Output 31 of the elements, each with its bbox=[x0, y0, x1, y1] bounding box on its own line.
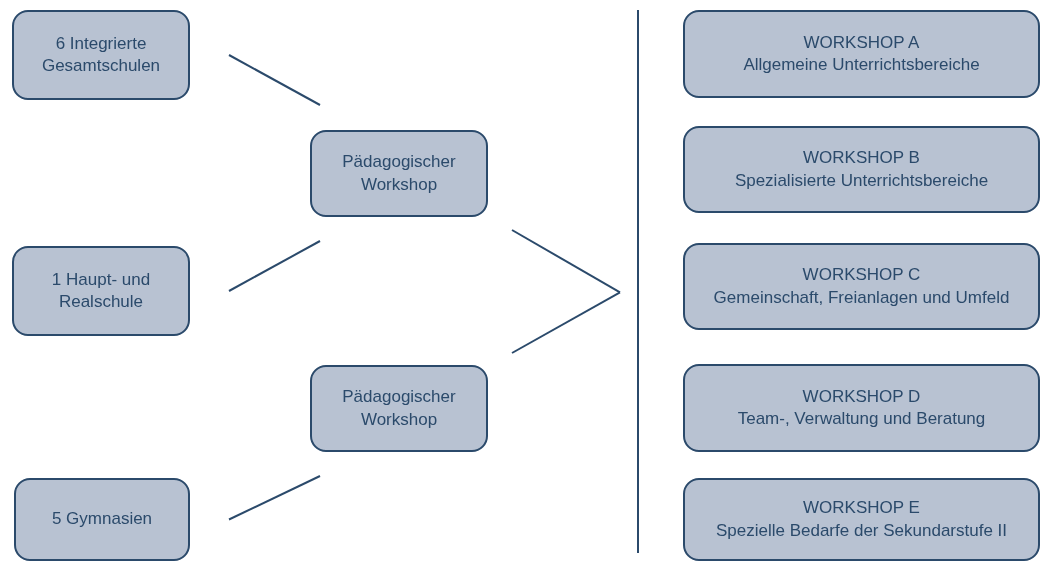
box-text: Allgemeine Unterrichtsbereiche bbox=[743, 54, 980, 76]
process-box bbox=[683, 243, 1040, 330]
box-text: Spezielle Bedarfe der Sekundarstufe II bbox=[715, 519, 1008, 542]
process-box bbox=[683, 10, 1040, 98]
box-heading: WORKSHOP E bbox=[803, 497, 920, 520]
box-heading: WORKSHOP A bbox=[803, 31, 920, 54]
process-box bbox=[310, 130, 488, 217]
connector-line bbox=[228, 475, 321, 521]
box-heading: WORKSHOP C bbox=[802, 264, 921, 287]
connector-line bbox=[511, 291, 621, 354]
box-text: 5 Gymnasien bbox=[51, 508, 153, 531]
box-text: Pädagogischer Workshop bbox=[341, 386, 457, 431]
process-box bbox=[683, 364, 1040, 452]
connector-line bbox=[228, 240, 321, 292]
box-text: Spezialisierte Unterrichtsbereiche bbox=[734, 169, 989, 192]
process-box bbox=[14, 478, 190, 561]
box-text: 1 Haupt- und Realschule bbox=[50, 268, 152, 313]
process-box bbox=[683, 478, 1040, 561]
process-box bbox=[12, 246, 190, 336]
box-text: Team-, Verwaltung und Beratung bbox=[737, 408, 986, 430]
process-box bbox=[12, 10, 190, 100]
process-box bbox=[683, 126, 1040, 213]
box-text: Pädagogischer Workshop bbox=[341, 151, 457, 196]
box-heading: WORKSHOP B bbox=[803, 147, 920, 170]
box-text: 6 Integrierte Gesamtschulen bbox=[40, 32, 162, 77]
connector-line bbox=[511, 229, 621, 294]
connector-line bbox=[228, 54, 321, 106]
divider-bar bbox=[637, 10, 639, 553]
box-text: Gemeinschaft, Freianlagen und Umfeld bbox=[713, 286, 1010, 309]
process-box bbox=[310, 365, 488, 452]
box-heading: WORKSHOP D bbox=[802, 385, 921, 408]
